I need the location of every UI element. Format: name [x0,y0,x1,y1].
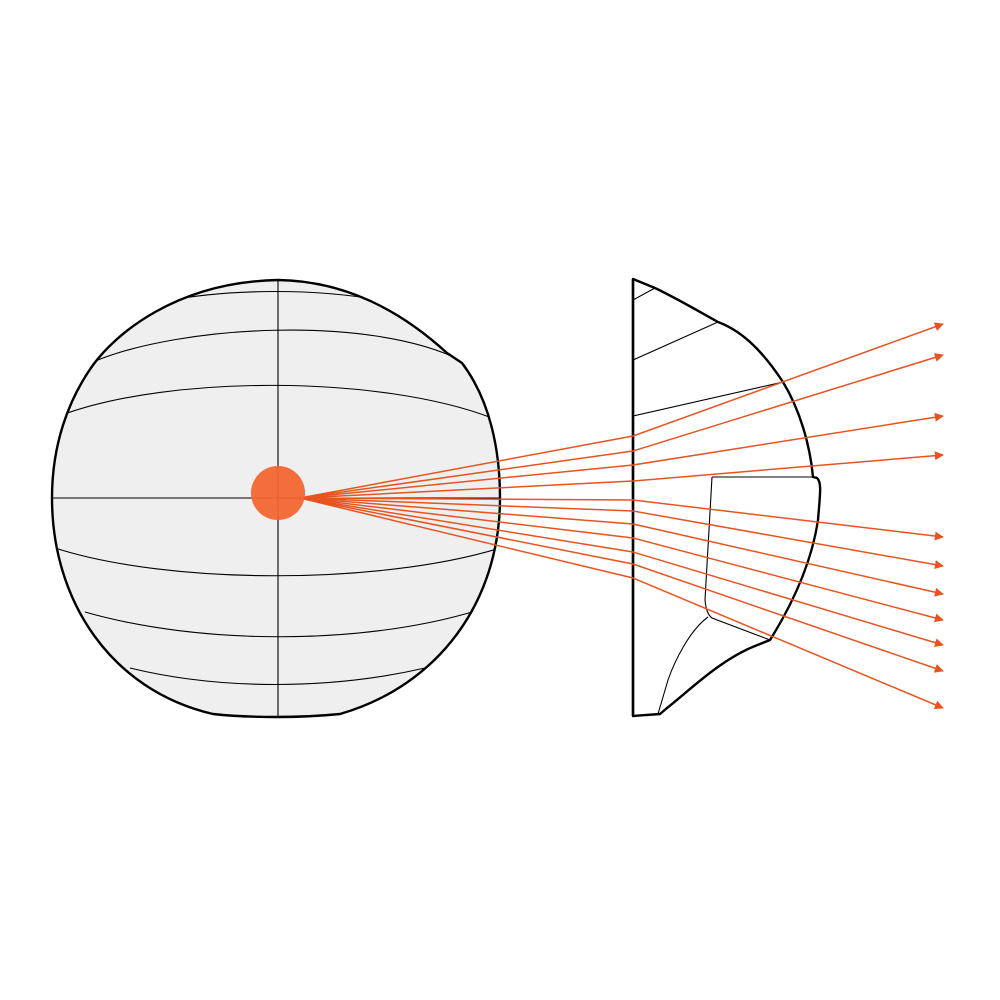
globe-latitude-line [54,547,500,577]
globe-latitude-line [84,611,473,638]
light-ray [299,353,944,499]
light-ray [299,451,944,499]
lens-facet-line [632,321,719,361]
light-ray [299,412,944,499]
light-ray [299,497,944,647]
lens-facet-line [632,381,784,417]
globe-latitude-line [61,384,493,419]
lens-outline [631,277,822,718]
lens-facet-line [632,287,656,301]
globe-outline [50,278,502,719]
light-ray [299,497,944,570]
segmented-lens-profile [631,277,822,718]
lens-inner-profile [704,476,771,641]
light-ray [299,497,944,710]
globe-latitude-line [129,667,426,686]
globe-latitude-line [92,329,461,363]
light-rays [299,322,944,710]
light-ray [299,497,944,623]
light-ray [299,322,944,499]
light-ray [299,497,944,541]
light-source-dot [251,466,305,520]
light-ray [299,497,944,597]
lens-inner-profile [657,616,709,715]
light-ray [299,497,944,673]
